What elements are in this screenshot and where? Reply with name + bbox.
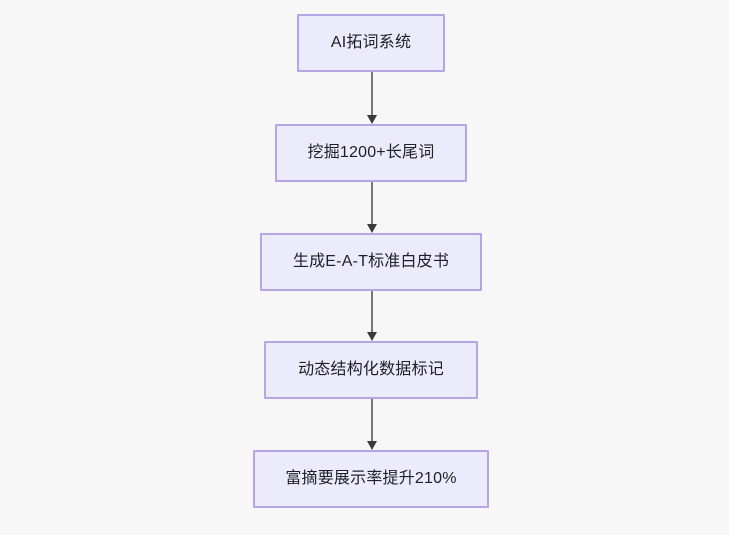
flow-arrow-n2-to-n3 (360, 182, 384, 233)
arrow-head-icon (367, 224, 377, 233)
flow-node-n2[interactable]: 挖掘1200+长尾词 (275, 124, 467, 182)
flow-node-n5[interactable]: 富摘要展示率提升210% (253, 450, 489, 508)
flow-arrow-n3-to-n4 (360, 291, 384, 341)
arrow-head-icon (367, 441, 377, 450)
flow-node-label: 富摘要展示率提升210% (285, 470, 457, 488)
flow-node-n4[interactable]: 动态结构化数据标记 (264, 341, 478, 399)
flow-node-label: 生成E-A-T标准白皮书 (292, 253, 450, 271)
flow-arrow-n4-to-n5 (360, 399, 384, 450)
flow-arrow-n1-to-n2 (360, 72, 384, 124)
flow-node-n3[interactable]: 生成E-A-T标准白皮书 (260, 233, 482, 291)
arrow-head-icon (367, 115, 377, 124)
flow-node-n1[interactable]: AI拓词系统 (297, 14, 445, 72)
flow-node-label: 挖掘1200+长尾词 (307, 144, 435, 162)
flow-node-label: AI拓词系统 (330, 34, 412, 52)
arrow-head-icon (367, 332, 377, 341)
flow-node-label: 动态结构化数据标记 (298, 361, 444, 379)
